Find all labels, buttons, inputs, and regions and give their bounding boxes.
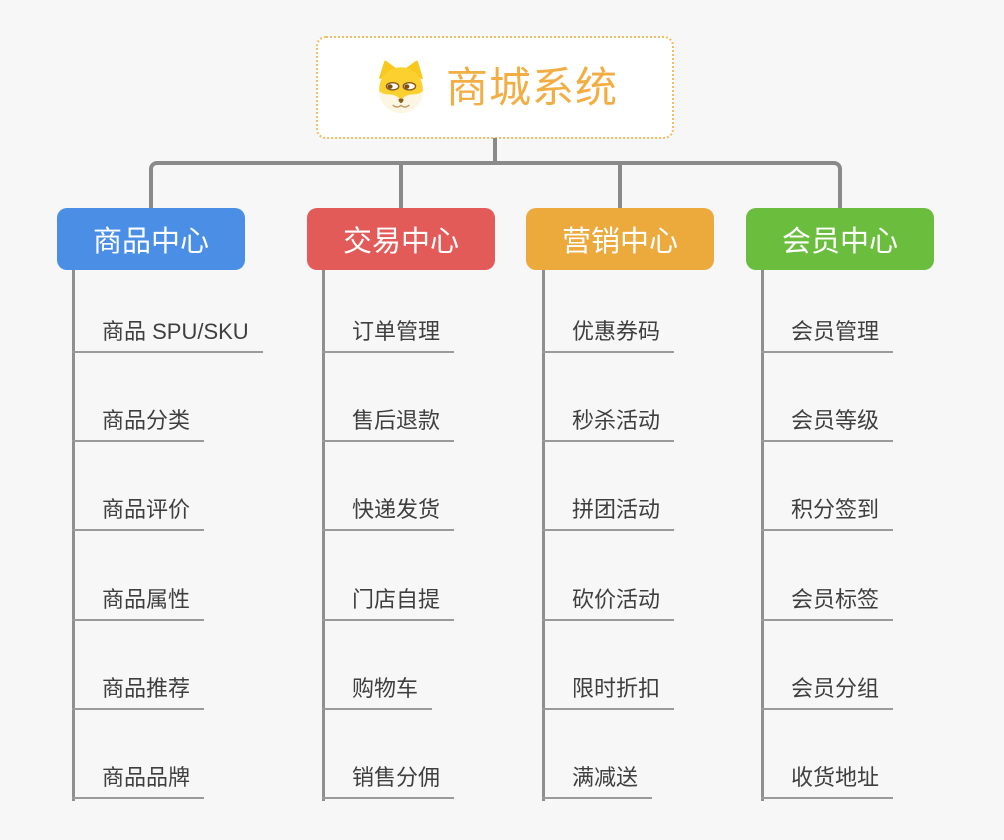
leaf-node[interactable]: 订单管理 xyxy=(322,314,455,353)
leaf-node[interactable]: 收货地址 xyxy=(761,760,894,799)
connector-spine-trade xyxy=(322,270,325,801)
leaf-node[interactable]: 限时折扣 xyxy=(542,671,675,710)
leaf-node[interactable]: 砍价活动 xyxy=(542,582,675,621)
leaf-node[interactable]: 售后退款 xyxy=(322,403,455,442)
leaf-node[interactable]: 商品评价 xyxy=(72,492,205,531)
leaf-node[interactable]: 会员分组 xyxy=(761,671,894,710)
leaf-node[interactable]: 会员标签 xyxy=(761,582,894,621)
connector-bracket xyxy=(149,161,842,208)
leaf-node[interactable]: 会员等级 xyxy=(761,403,894,442)
connector-spine-product xyxy=(72,270,75,801)
leaf-node[interactable]: 商品 SPU/SKU xyxy=(72,314,263,353)
connector-drop-trade xyxy=(399,164,403,208)
branch-product-center[interactable]: 商品中心 xyxy=(57,208,245,270)
leaf-node[interactable]: 快递发货 xyxy=(322,492,455,531)
leaf-node[interactable]: 会员管理 xyxy=(761,314,894,353)
leaf-node[interactable]: 优惠券码 xyxy=(542,314,675,353)
leaf-node[interactable]: 商品品牌 xyxy=(72,760,205,799)
connector-spine-marketing xyxy=(542,270,545,801)
branch-marketing-center[interactable]: 营销中心 xyxy=(526,208,714,270)
leaf-node[interactable]: 销售分佣 xyxy=(322,760,455,799)
root-node-mall-system[interactable]: 商城系统 xyxy=(316,36,674,139)
root-title: 商城系统 xyxy=(445,63,618,111)
branch-member-center[interactable]: 会员中心 xyxy=(746,208,934,270)
dog-face-icon xyxy=(379,60,423,113)
connector-drop-marketing xyxy=(618,164,622,208)
leaf-node[interactable]: 门店自提 xyxy=(322,582,455,621)
connector-root-stub xyxy=(493,138,497,164)
leaf-node[interactable]: 购物车 xyxy=(322,671,433,710)
connector-spine-member xyxy=(761,270,764,801)
leaf-node[interactable]: 拼团活动 xyxy=(542,492,675,531)
leaf-node[interactable]: 商品推荐 xyxy=(72,671,205,710)
leaf-node[interactable]: 秒杀活动 xyxy=(542,403,675,442)
branch-trade-center[interactable]: 交易中心 xyxy=(307,208,495,270)
leaf-node[interactable]: 积分签到 xyxy=(761,492,894,531)
leaf-node[interactable]: 商品分类 xyxy=(72,403,205,442)
leaf-node[interactable]: 满减送 xyxy=(542,760,653,799)
leaf-node[interactable]: 商品属性 xyxy=(72,582,205,621)
